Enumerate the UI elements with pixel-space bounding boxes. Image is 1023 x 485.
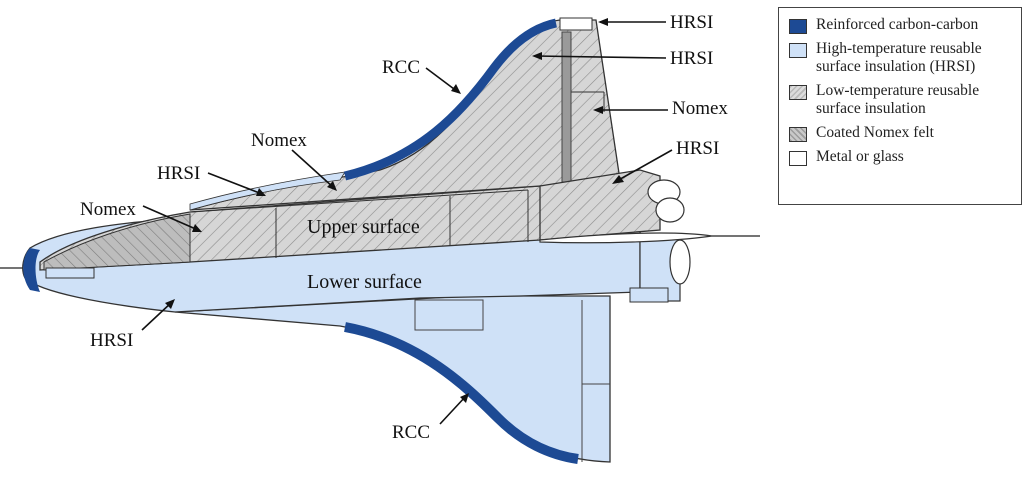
rudder-hinge [561,31,572,183]
legend-hrsi-line1: High-temperature reusable [816,40,982,57]
arrowhead-hrsi-lower [165,299,175,309]
legend-item-metal: Metal or glass [789,148,1021,166]
legend-swatch-lrsi [789,85,807,100]
fin-tip-metal [559,17,593,31]
leader-hrsi-fin [534,55,667,59]
arrowhead-hrsi-fin [532,52,542,60]
label-hrsi-oms: HRSI [676,138,719,159]
label-upper-surface: Upper surface [307,216,420,238]
label-rcc-bottom: RCC [392,422,430,443]
legend-item-rcc: Reinforced carbon-carbon [789,16,1021,34]
panel-line-top [189,189,529,213]
upper-wing-rcc [343,18,558,181]
arrowhead-rcc-bottom [460,393,469,403]
legend-item-nomex: Coated Nomex felt [789,124,1021,142]
leader-hrsi-oms [614,149,673,183]
leader-rcc-bottom [439,395,467,425]
upper-wing [189,19,621,211]
legend-hrsi-line2: surface insulation (HRSI) [816,58,976,75]
legend-lrsi-line1: Low-temperature reusable [816,82,980,99]
leader-hrsi-lower [141,301,173,331]
legend-label-nomex: Coated Nomex felt [816,124,934,142]
legend-lrsi-line2: surface insulation [816,100,926,117]
nose-cap-rcc [23,248,40,292]
arrowhead-rcc-top [451,84,461,94]
legend-label-hrsi: High-temperature reusable surface insula… [816,40,982,76]
leader-rcc-top [425,67,459,93]
arrowhead-nomex-upper [327,181,337,191]
legend-label-metal: Metal or glass [816,148,904,166]
label-nomex-fin: Nomex [672,98,728,119]
legend-swatch-metal [789,151,807,166]
label-lower-surface: Lower surface [307,271,422,293]
legend-nomex-line1: Coated Nomex felt [816,124,934,141]
legend-metal-line1: Metal or glass [816,148,904,165]
label-nomex-forward: Nomex [80,199,136,220]
legend-item-hrsi: High-temperature reusable surface insula… [789,40,1021,76]
label-hrsi-fin: HRSI [670,48,713,69]
nose-gear-door [45,267,95,279]
label-hrsi-upper: HRSI [157,163,200,184]
forward-nomex-region [43,213,191,271]
engine-3 [669,239,691,285]
legend-swatch-rcc [789,19,807,34]
arrowhead-hrsi-oms [612,175,624,184]
legend-swatch-nomex [789,127,807,142]
legend: Reinforced carbon-carbon High-temperatur… [778,7,1022,205]
engine-2 [655,197,685,223]
body-flap-edge [539,232,713,244]
arrowhead-hrsi-fin-tip [598,18,608,26]
leader-nomex-upper [291,149,335,189]
label-nomex-upper: Nomex [251,130,307,151]
label-hrsi-lower: HRSI [90,330,133,351]
legend-item-lrsi: Low-temperature reusable surface insulat… [789,82,1021,118]
legend-label-rcc: Reinforced carbon-carbon [816,16,978,34]
leader-hrsi-upper [207,172,263,195]
body-flap-lower [629,287,669,303]
leader-nomex-forward [142,205,199,231]
arrowhead-nomex-forward [192,224,202,232]
arrowhead-nomex-fin [593,106,603,114]
arrowhead-hrsi-upper [256,188,266,196]
label-hrsi-fin-tip: HRSI [670,12,713,33]
legend-rcc-line1: Reinforced carbon-carbon [816,16,979,33]
landing-gear-door [414,299,484,331]
legend-label-lrsi: Low-temperature reusable surface insulat… [816,82,979,118]
legend-swatch-hrsi [789,43,807,58]
lower-wing-rcc [344,322,579,464]
label-rcc-top: RCC [382,57,420,78]
